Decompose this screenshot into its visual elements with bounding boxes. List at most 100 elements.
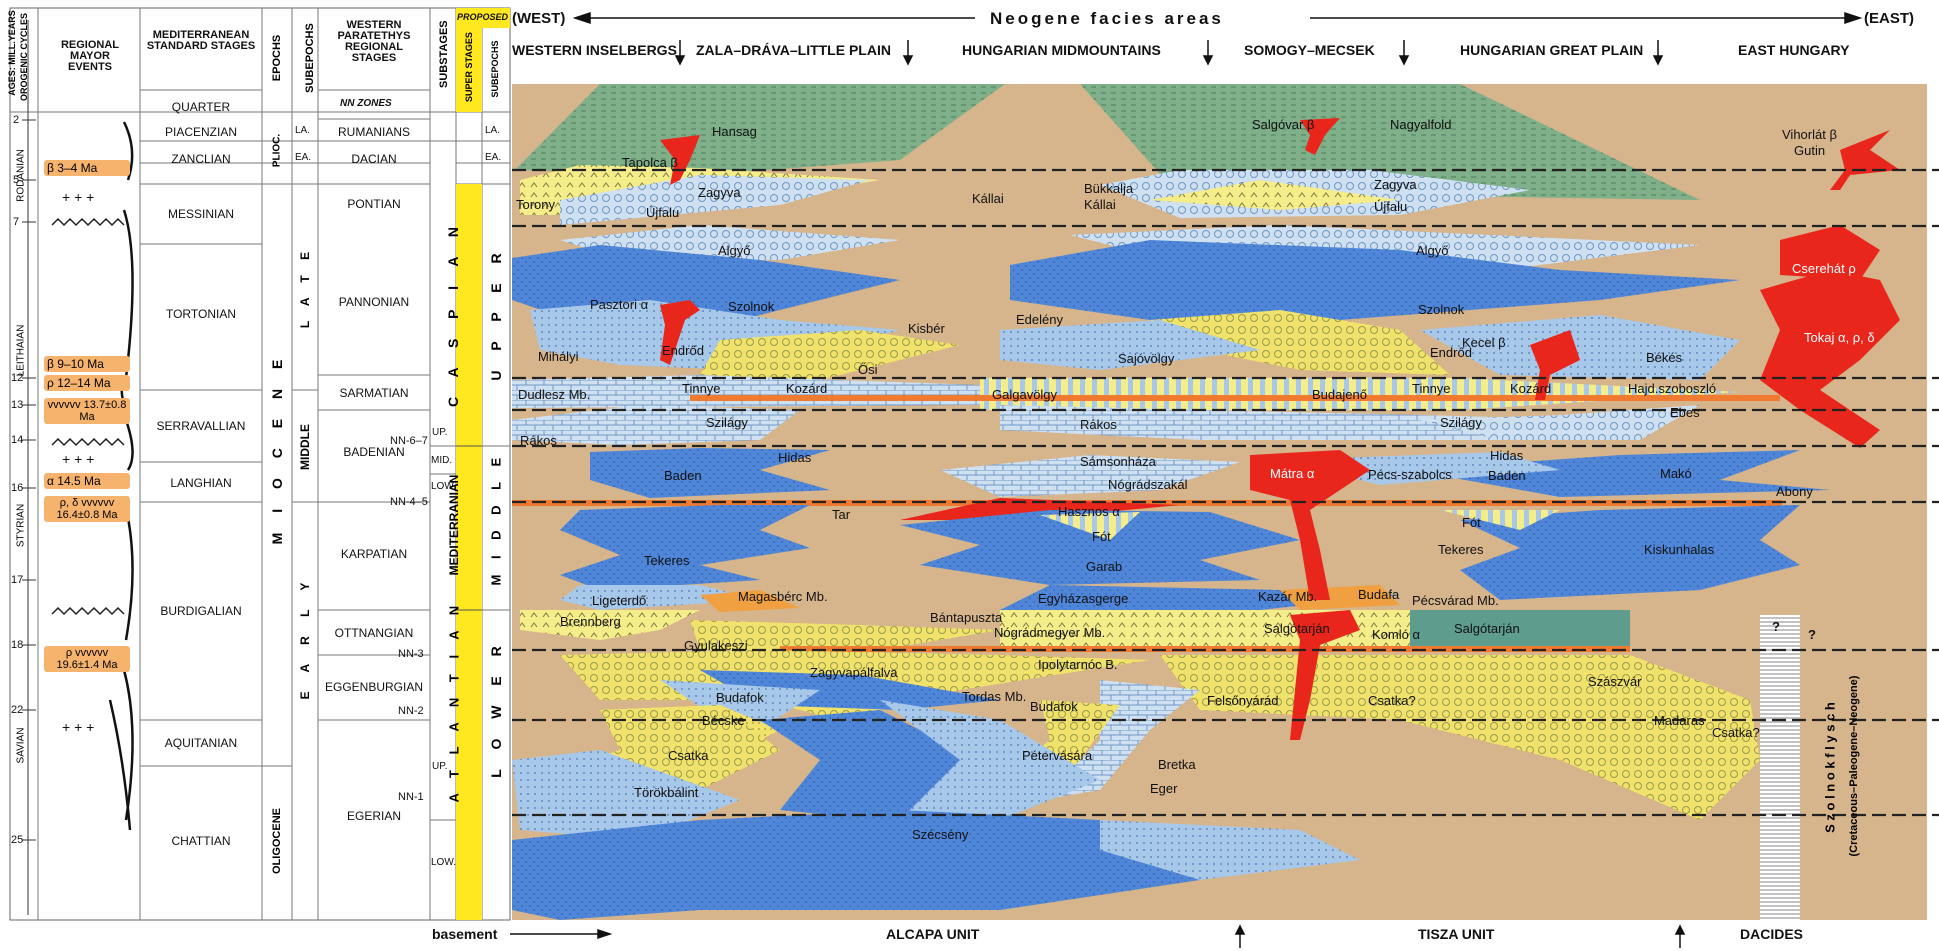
formation-label: Endrőd: [662, 343, 704, 358]
area-label: SOMOGY–MECSEK: [1244, 42, 1375, 58]
age-label: 13: [11, 399, 24, 411]
formation-label: Salgótarján: [1454, 621, 1520, 636]
substage: LOW.: [431, 481, 457, 492]
event-badge: β 9–10 Ma: [44, 356, 130, 372]
formation-label: Kállai: [972, 191, 1004, 206]
paratethys-stage: OTTNANGIAN: [334, 626, 414, 640]
formation-label: Torony: [516, 197, 556, 212]
subepoch2: LA.: [485, 125, 501, 136]
event-badge: vvvvvv 13.7±0.8 Ma: [44, 398, 130, 424]
formation-label: Kisbér: [908, 321, 945, 336]
formation-label: Nagyalfold: [1390, 117, 1452, 132]
formation-label: Zagyvapálfalva: [810, 665, 898, 680]
paratethys-stage: SARMATIAN: [339, 386, 409, 400]
nn-zone: NN-2: [398, 705, 424, 717]
area-label: HUNGARIAN GREAT PLAIN: [1460, 42, 1644, 58]
formation-label: Tinnye: [1412, 381, 1451, 396]
formation-label: Szilágy: [706, 415, 748, 430]
formation-label: Tekeres: [1438, 542, 1484, 557]
paratethys-stage: KARPATIAN: [340, 547, 408, 561]
nn-zone: NN-4–5: [390, 496, 428, 508]
formation-label: Mihályi: [538, 349, 579, 364]
formation-label: Pasztori α: [590, 297, 649, 312]
nn-zones-header: NN ZONES: [340, 98, 392, 109]
formation-label: Zagyva: [1374, 177, 1417, 192]
east-label: (EAST): [1864, 10, 1914, 27]
age-label: 7: [13, 216, 20, 228]
formation-label: Fót: [1462, 515, 1481, 530]
formation-label: Kazár Mb.: [1258, 589, 1318, 604]
formation-label: Abony: [1776, 484, 1813, 499]
formation-label: Sajóvölgy: [1118, 351, 1175, 366]
formation-label: Kállai: [1084, 197, 1116, 212]
formation-label: Szilágy: [1440, 415, 1482, 430]
substage: LOW.: [431, 857, 457, 868]
age-label: 5: [13, 174, 20, 186]
area-label: ZALA–DRÁVA–LITTLE PLAIN: [696, 42, 891, 58]
formation-label: Tapolca β: [622, 155, 678, 170]
event-text: + + +: [62, 451, 95, 467]
formation-label: Makó: [1660, 466, 1692, 481]
formation-label: Gutin: [1794, 143, 1826, 158]
formation-label: Hansag: [712, 124, 757, 139]
age-label: 25: [11, 834, 24, 846]
formation-label: Tinnye: [682, 381, 721, 396]
area-label: EAST HUNGARY: [1738, 42, 1850, 58]
paratethys-header: WESTERN PARATETHYS REGIONAL STAGES: [337, 19, 411, 64]
formation-label: Eger: [1150, 781, 1178, 796]
flysch-question: ?: [1772, 619, 1780, 634]
formation-label: Hidas: [1490, 448, 1524, 463]
formation-label: Dudlesz Mb.: [518, 387, 591, 402]
paratethys-stage: RUMANIANS: [337, 125, 410, 139]
med-stage: PIACENZIAN: [164, 125, 237, 139]
med-stage: MESSINIAN: [167, 207, 234, 221]
formation-label: Nógrádmegyer Mb.: [994, 625, 1106, 640]
subepoch2: EA.: [485, 152, 502, 163]
event-text: + + +: [62, 719, 95, 735]
formation-label: Budajenő: [1312, 387, 1367, 402]
paratethys-stage: DACIAN: [351, 152, 397, 166]
formation-label: Zagyva: [698, 185, 741, 200]
med-stages-header: MEDITERRANEAN STANDARD STAGES: [146, 29, 256, 52]
event-badge: α 14.5 Ma: [44, 473, 130, 489]
formation-label: Hasznos α: [1058, 504, 1120, 519]
med-stage: AQUITANIAN: [164, 736, 238, 750]
paratethys-stage: BADENIAN: [343, 445, 405, 459]
formation-label: Tekeres: [644, 553, 690, 568]
formation-label: Algyő: [718, 243, 751, 258]
formation-label: Szolnok: [728, 299, 775, 314]
formation-label: Tordas Mb.: [962, 689, 1027, 704]
nn-zone: NN-6–7: [390, 435, 428, 447]
formation-label: Cserehát ρ: [1792, 261, 1856, 276]
subepoch-label: LA.: [295, 125, 311, 136]
formation-label: Rákos: [1080, 417, 1117, 432]
formation-label: Tokaj α, ρ, δ: [1804, 330, 1875, 345]
formation-label: Nógrádszakál: [1108, 477, 1188, 492]
med-stage: TORTONIAN: [165, 307, 236, 321]
substage: UP.: [432, 427, 448, 438]
formation-label: Tar: [832, 507, 851, 522]
formation-label: Újfalu: [646, 205, 680, 220]
nn-zone: NN-3: [398, 648, 424, 660]
age-label: 18: [11, 639, 24, 651]
formation-label: Gyulakeszi: [684, 638, 748, 653]
proposed-header: PROPOSED: [457, 12, 509, 22]
formation-label: Vihorlát β: [1782, 127, 1837, 142]
formation-label: Ősi: [858, 362, 878, 377]
unit-label: ALCAPA UNIT: [886, 926, 980, 942]
event-badge: β 3–4 Ma: [44, 160, 130, 176]
formation-label: Ipolytarnóc B.: [1038, 657, 1118, 672]
formation-label: Kozárd: [1510, 381, 1552, 396]
unit-label: DACIDES: [1740, 926, 1804, 942]
formation-label: Szászvár: [1588, 674, 1642, 689]
formation-label: Felsőnyárád: [1207, 693, 1279, 708]
diagram-title: Neogene facies areas: [990, 9, 1224, 28]
formation-label: Edelény: [1016, 312, 1063, 327]
formation-label: Algyő: [1416, 243, 1449, 258]
event-badge: ρ vvvvvv 19.6±1.4 Ma: [44, 646, 130, 672]
formation-label: Salgótarján: [1264, 621, 1330, 636]
formation-label: Budafa: [1358, 587, 1400, 602]
formation-label: Pécsvárad Mb.: [1412, 593, 1499, 608]
